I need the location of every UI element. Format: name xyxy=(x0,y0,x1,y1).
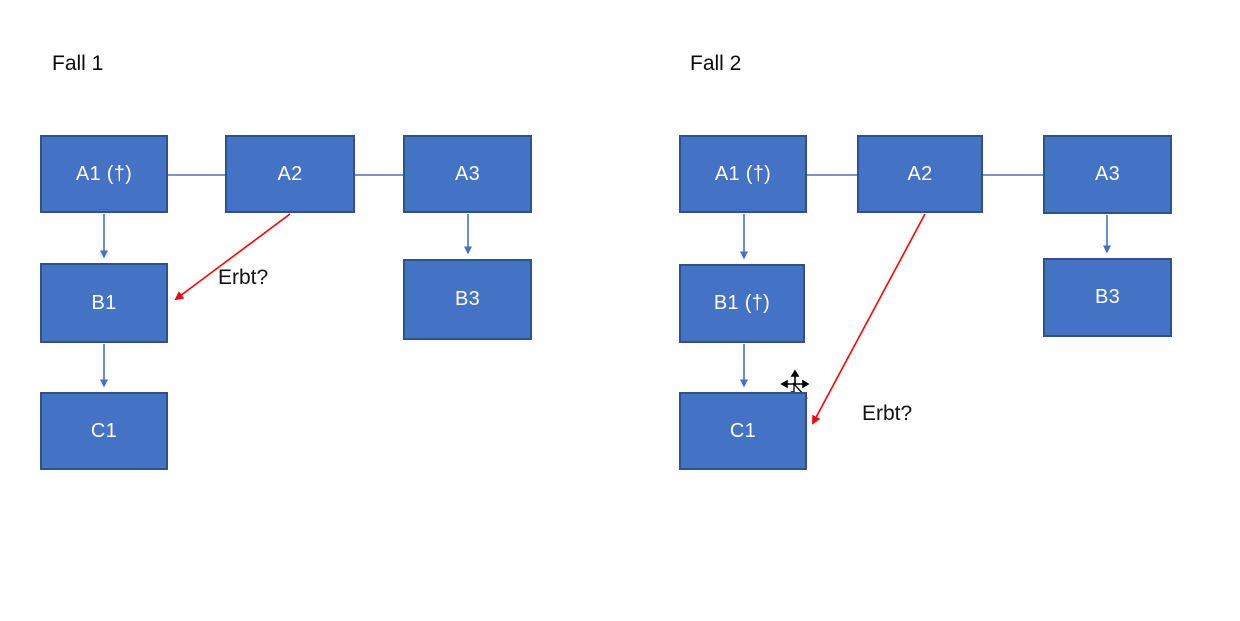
annotation-erbt-f2[interactable]: Erbt? xyxy=(862,402,913,425)
node-f2-a1[interactable]: A1 (†) xyxy=(679,135,807,213)
node-f1-a2-label: A2 xyxy=(277,162,303,185)
node-f1-c1-label: C1 xyxy=(90,419,118,442)
node-f2-a3[interactable]: A3 xyxy=(1043,135,1172,214)
node-f2-b1[interactable]: B1 (†) xyxy=(679,264,805,343)
node-f1-a1-label: A1 (†) xyxy=(75,162,133,185)
node-f1-b3-label: B3 xyxy=(454,288,481,310)
node-f1-a3-label: A3 xyxy=(454,162,481,185)
node-f1-a1[interactable]: A1 (†) xyxy=(40,135,168,213)
node-f1-b3[interactable]: B3 xyxy=(403,259,532,340)
node-f2-a2[interactable]: A2 xyxy=(857,135,983,213)
node-f1-a2[interactable]: A2 xyxy=(225,135,355,213)
node-f2-b1-label: B1 (†) xyxy=(713,292,771,314)
node-f1-c1[interactable]: C1 xyxy=(40,392,168,470)
node-f2-c1[interactable]: C1 xyxy=(679,392,807,470)
node-f2-a3-label: A3 xyxy=(1094,163,1121,185)
node-f2-c1-label: C1 xyxy=(729,419,757,442)
node-f2-b3-label: B3 xyxy=(1094,286,1121,308)
node-f2-a1-label: A1 (†) xyxy=(714,162,772,185)
diagram-title-fall-1[interactable]: Fall 1 xyxy=(52,52,104,75)
node-f1-b1[interactable]: B1 xyxy=(40,263,168,343)
annotation-erbt-f1[interactable]: Erbt? xyxy=(218,266,269,289)
question-arrow-f2[interactable] xyxy=(812,213,926,425)
node-f2-b3[interactable]: B3 xyxy=(1043,258,1172,337)
node-f1-b1-label: B1 xyxy=(91,291,117,314)
node-f2-a2-label: A2 xyxy=(907,162,933,185)
node-f1-a3[interactable]: A3 xyxy=(403,135,532,213)
diagram-title-fall-2[interactable]: Fall 2 xyxy=(690,52,742,75)
